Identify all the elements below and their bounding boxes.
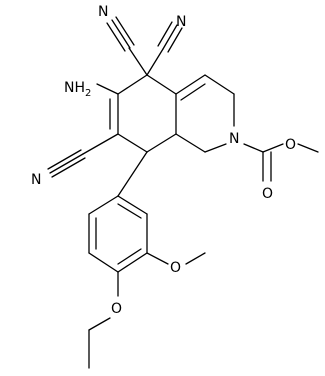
- nitrile-n-top-left: N: [98, 4, 108, 20]
- bond: [111, 19, 131, 49]
- bond: [146, 74, 177, 95]
- bond: [204, 74, 235, 95]
- bond: [117, 248, 142, 265]
- methoxy-oxygen-label: O: [170, 260, 181, 276]
- bond: [117, 203, 142, 219]
- bond: [117, 133, 148, 153]
- bond: [185, 252, 206, 265]
- bond: [49, 153, 84, 174]
- bond: [262, 143, 284, 153]
- bond: [51, 157, 86, 178]
- bond: [82, 133, 119, 155]
- nitrile-n-top-right: N: [176, 14, 186, 30]
- bond: [117, 252, 148, 273]
- bond: [88, 317, 111, 331]
- bond: [297, 143, 319, 153]
- bond: [117, 195, 148, 215]
- bond: [204, 143, 227, 153]
- bond: [96, 83, 119, 95]
- bond: [106, 22, 126, 52]
- bond: [88, 195, 119, 215]
- bond: [175, 133, 206, 153]
- carbonyl-oxygen-label: O: [262, 186, 273, 202]
- bond: [117, 151, 148, 197]
- ring-nitrogen-label: N: [229, 131, 239, 147]
- bond: [117, 74, 148, 95]
- bond: [146, 252, 169, 265]
- bond: [47, 149, 82, 170]
- amino-group-label: NH2: [64, 80, 91, 99]
- bond: [146, 48, 164, 76]
- bond: [180, 83, 206, 101]
- bond: [115, 16, 135, 46]
- bond: [146, 133, 177, 153]
- bond: [157, 21, 173, 47]
- bond: [88, 252, 119, 273]
- bond: [243, 143, 264, 153]
- ester-oxygen-label: O: [285, 137, 296, 153]
- ethoxy-oxygen-label: O: [111, 301, 122, 317]
- bond: [128, 47, 148, 76]
- bond: [175, 74, 206, 95]
- nitrile-n-left: N: [31, 172, 41, 188]
- bond: [162, 24, 178, 50]
- bond: [167, 27, 183, 53]
